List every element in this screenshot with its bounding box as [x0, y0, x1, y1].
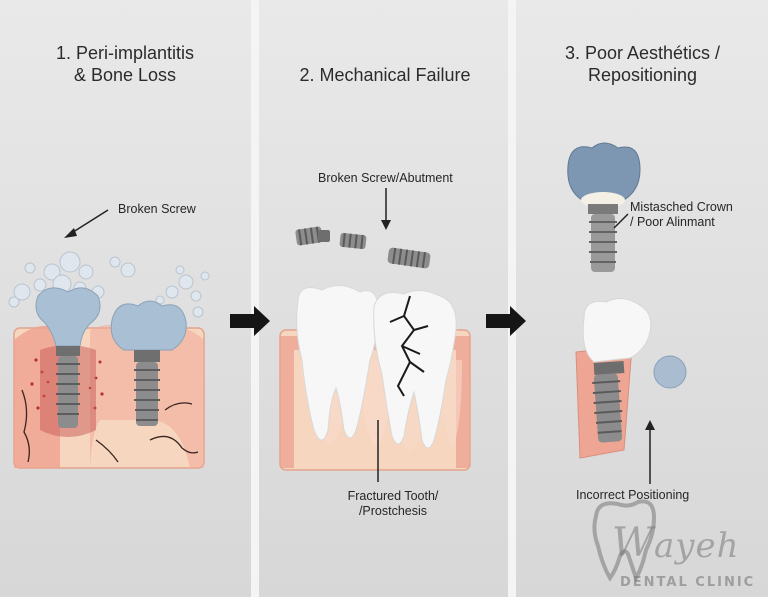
arrow-right-icon — [230, 306, 270, 336]
panel-2-title: 2. Mechanical Failure — [299, 65, 471, 85]
tooth-logo-icon — [592, 499, 657, 583]
panel-1-title: 1. Peri-implantitis & Bone Loss — [55, 43, 195, 85]
broken-abutment-label: Broken Screw/Abutment — [318, 171, 453, 185]
panel-poor-aesthetics — [516, 0, 768, 597]
logo-name: ayeh — [654, 526, 740, 566]
peri-implantitis-illustration — [8, 209, 210, 469]
panel-3-title: 3. Poor Aesthétics / Repositioning — [564, 43, 721, 85]
arrow-right-icon — [486, 306, 526, 336]
logo-initial: W — [612, 520, 655, 566]
mismatched-crown-label: Mistasched Crown / Poor Alinmant — [630, 200, 733, 229]
logo-subtitle: DENTAL CLINIC — [620, 575, 756, 590]
broken-screw-label: Broken Screw — [118, 202, 196, 216]
fractured-tooth-label: Fractured Tooth/ /Prostchesis — [347, 489, 439, 518]
incorrect-positioning-label: Incorrect Positioning — [576, 488, 690, 502]
